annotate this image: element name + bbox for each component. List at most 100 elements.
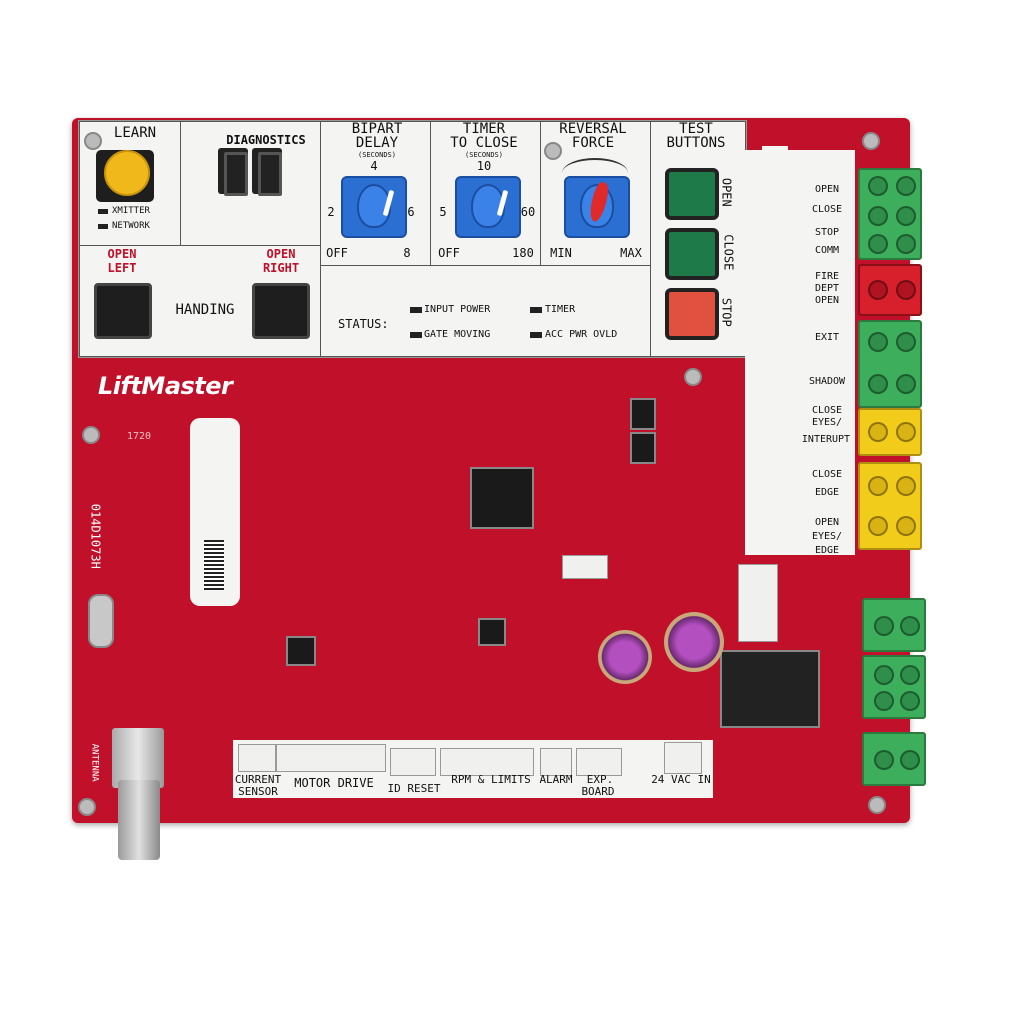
mount-hole [862,132,880,150]
open-left-label-2: LEFT [107,261,137,275]
test-open-button[interactable] [665,168,719,220]
capacitor-2 [664,612,724,672]
open-right-button[interactable] [252,283,310,339]
term-open-label: OPEN [814,184,840,195]
ic-chip-left [286,636,316,666]
surge-suppressors [762,146,788,396]
vac-in-connector[interactable] [664,742,702,774]
id-reset-label: ID RESET [387,782,441,795]
learn-label: LEARN [113,125,157,141]
network-label: NETWORK [112,221,150,231]
barcode [204,540,224,590]
bipart-title-1: BIPART [351,121,403,137]
open-left-label-1: OPEN [107,247,137,261]
input-power-label: INPUT POWER [424,304,491,315]
gate-moving-led [410,332,422,338]
bipart-delay-knob[interactable] [341,176,407,238]
term-close-label: CLOSE [811,204,843,215]
crystal-oscillator [88,594,114,648]
id-reset-connector[interactable] [390,748,436,776]
mount-hole [78,798,96,816]
timer-tick-max: 180 [512,246,534,260]
term-close-eyes-1: CLOSE [811,405,843,416]
antenna-connector-base [112,728,164,788]
term-shadow-label: SHADOW [808,376,846,387]
bipart-tick-right: 6 [407,205,415,219]
board-vertical-code: 014D1073H [88,503,103,569]
timer-title-1: TIMER [462,121,506,137]
mount-hole [684,368,702,386]
antenna-coax-connector[interactable] [118,780,160,860]
diagnostics-label: DIAGNOSTICS [226,133,306,147]
timer-title-2: TO CLOSE [450,135,518,151]
reversal-title-1: REVERSAL [559,121,627,137]
term-open-eyes-3: EDGE [814,545,840,556]
terminal-block-close-eyes[interactable] [858,408,922,456]
terminal-block-power-2[interactable] [862,732,926,786]
terminal-block-fire-dept[interactable] [858,264,922,316]
timer-unit: (SECONDS) [465,151,503,159]
terminal-block-edges[interactable] [858,462,922,550]
rpm-limits-label: RPM & LIMITS [451,773,531,786]
mount-hole [82,426,100,444]
test-stop-button[interactable] [665,288,719,340]
current-sensor-label-1: CURRENT [234,773,282,786]
terminal-block-exit-shadow[interactable] [858,320,922,408]
bipart-tick-top: 4 [370,159,378,173]
test-open-label: OPEN [719,177,734,207]
alarm-connector[interactable] [540,748,572,776]
timer-tick-top: 10 [476,159,492,173]
gate-moving-label: GATE MOVING [424,329,491,340]
term-exit-label: EXIT [814,332,840,343]
vac-in-label: 24 VAC IN [651,773,711,786]
term-close-eyes-3: INTERUPT [801,434,851,445]
acc-pwr-label: ACC PWR OVLD [545,329,618,340]
mount-hole [84,132,102,150]
test-close-label: CLOSE [721,234,736,271]
motor-drive-connector[interactable] [276,744,386,772]
control-panel [78,120,747,358]
learn-button[interactable] [104,150,150,196]
antenna-label: ANTENNA [89,743,100,782]
liftmaster-logo: LiftMaster [98,372,233,400]
reversal-min: MIN [550,246,572,260]
bipart-unit: (SECONDS) [358,151,396,159]
terminal-block-power-1[interactable] [862,655,926,719]
term-open-eyes-2: EYES/ [811,531,843,542]
reversal-force-knob[interactable] [564,176,630,238]
diagnostic-digit-1 [218,148,248,196]
motor-drive-label: MOTOR DRIVE [294,776,374,790]
transistor-1 [630,398,656,430]
term-open-eyes-1: OPEN [814,517,840,528]
bipart-title-2: DELAY [355,135,399,151]
exp-board-label-1: EXP. [586,773,614,786]
timer-to-close-knob[interactable] [455,176,521,238]
reversal-max: MAX [620,246,642,260]
exp-board-connector[interactable] [576,748,622,776]
rpm-limits-connector[interactable] [440,748,534,776]
acc-pwr-led [530,332,542,338]
bipart-tick-left: 2 [327,205,335,219]
bipart-tick-max: 8 [403,246,411,260]
term-fire-label-1: FIRE [814,271,840,282]
alarm-label: ALARM [539,773,573,786]
mount-hole [544,142,562,160]
test-close-button[interactable] [665,228,719,280]
exp-board-label-2: BOARD [581,785,615,798]
open-left-button[interactable] [94,283,152,339]
terminal-block-a-b[interactable] [862,598,926,652]
term-comm-label: COMM [814,245,840,256]
optocoupler-block [738,564,778,642]
term-close-edge-1: CLOSE [811,469,843,480]
relay-block [720,650,820,728]
term-close-eyes-2: EYES/ [811,417,843,428]
diagnostic-digit-2 [252,148,282,196]
mount-hole [868,796,886,814]
capacitor-1 [598,630,652,684]
current-sensor-connector[interactable] [238,744,276,772]
handing-label: HANDING [175,302,235,318]
test-stop-label: STOP [719,297,734,327]
terminal-block-inputs[interactable] [858,168,922,260]
timer-status-label: TIMER [545,304,576,315]
term-fire-label-2: DEPT [814,283,840,294]
